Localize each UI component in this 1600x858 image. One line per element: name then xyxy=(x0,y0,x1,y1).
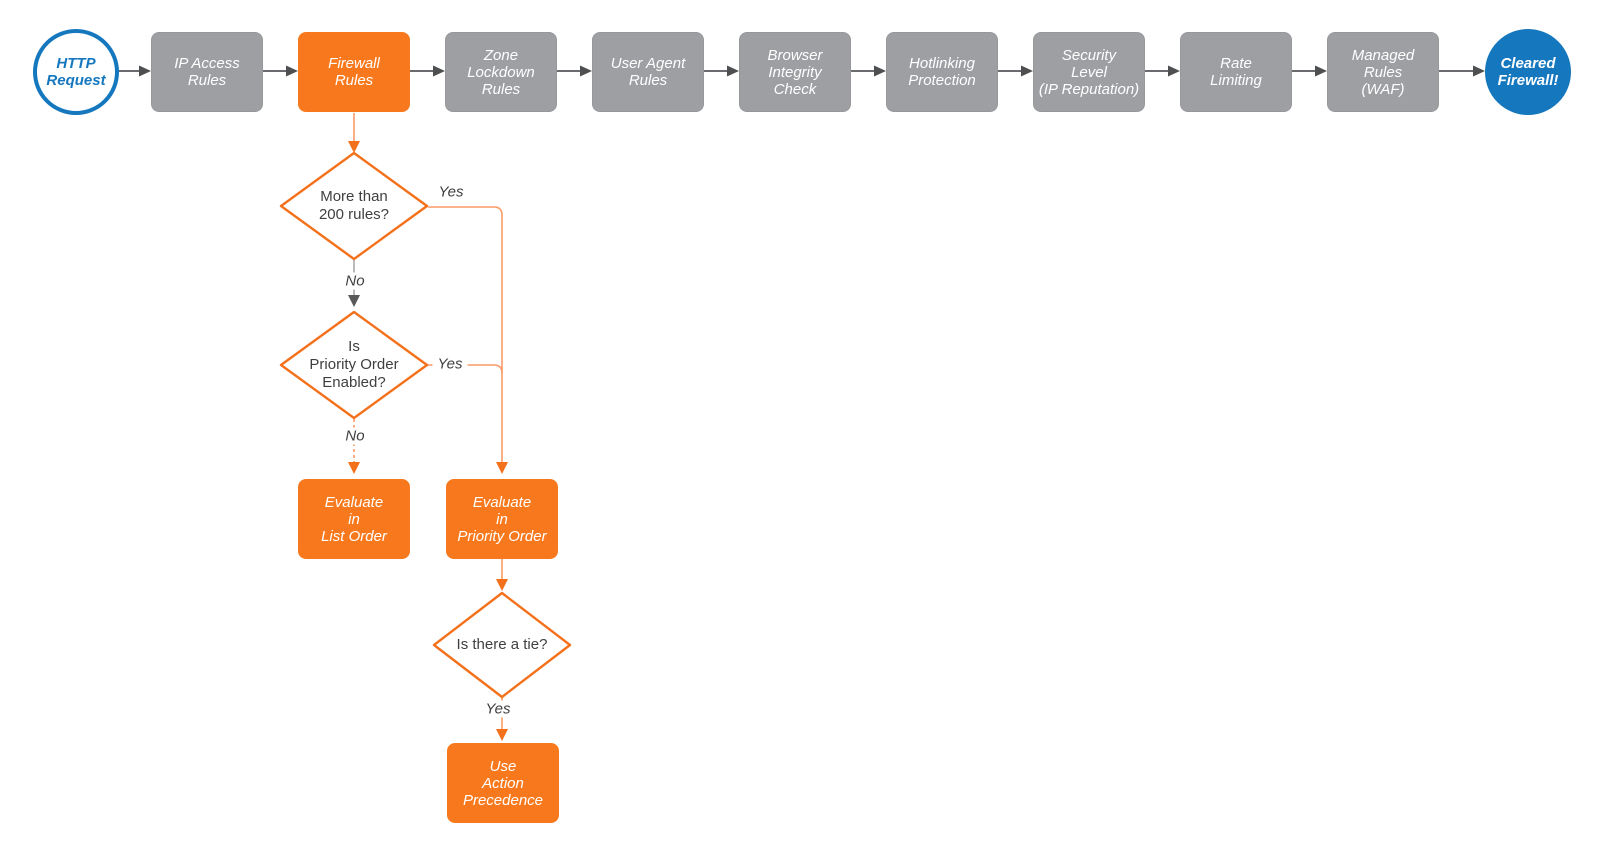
stage-ip-access-rules: IP Access Rules xyxy=(151,32,263,112)
arrow-managed-rules-to-cleared xyxy=(1439,65,1485,77)
edge-label-decision1-yes: Yes xyxy=(433,183,469,201)
action-evaluate-in-list-order: Evaluate in List Order xyxy=(298,479,410,559)
arrow-browser-integrity-to-hotlinking xyxy=(851,65,886,77)
arrow-rate-limiting-to-managed-rules xyxy=(1292,65,1327,77)
edge-decision1-yes xyxy=(428,206,503,462)
pipeline-arrows xyxy=(119,65,1485,77)
arrow-firewall-to-zone-lockdown xyxy=(410,65,445,77)
stage-security-level: Security Level (IP Reputation) xyxy=(1033,32,1145,112)
edge-label-decision2-no: No xyxy=(340,427,370,445)
end-node-cleared-firewall: Cleared Firewall! xyxy=(1485,29,1571,115)
action-use-action-precedence: Use Action Precedence xyxy=(447,743,559,823)
stage-browser-integrity-check: Browser Integrity Check xyxy=(739,32,851,112)
arrow-hotlinking-to-security-level xyxy=(998,65,1033,77)
stage-hotlinking-protection: Hotlinking Protection xyxy=(886,32,998,112)
edge-priority-to-decision3 xyxy=(496,559,508,591)
edge-label-decision2-yes: Yes xyxy=(432,355,468,373)
start-node-http-request: HTTP Request xyxy=(33,29,119,115)
edge-decision2-no xyxy=(348,419,360,474)
stage-zone-lockdown-rules: Zone Lockdown Rules xyxy=(445,32,557,112)
decision2-label: Is Priority Order Enabled? xyxy=(309,338,399,391)
arrow-http-to-ip-access xyxy=(119,65,151,77)
decision2-diamond xyxy=(279,310,429,420)
arrow-firewall-to-decision1 xyxy=(348,113,360,153)
arrow-ip-access-to-firewall xyxy=(263,65,298,77)
decision3-diamond xyxy=(432,591,572,699)
action-evaluate-in-priority-order: Evaluate in Priority Order xyxy=(446,479,558,559)
edge-label-decision1-no: No xyxy=(340,272,370,290)
stage-managed-rules-waf: Managed Rules (WAF) xyxy=(1327,32,1439,112)
stage-firewall-rules: Firewall Rules xyxy=(298,32,410,112)
edge-decision2-yes xyxy=(428,364,503,374)
edge-label-decision3-yes: Yes xyxy=(480,700,516,718)
arrow-user-agent-to-browser-integrity xyxy=(704,65,739,77)
decision-diamonds xyxy=(279,151,572,699)
stage-user-agent-rules: User Agent Rules xyxy=(592,32,704,112)
arrowhead-into-priority-order xyxy=(496,462,508,474)
arrow-zone-lockdown-to-user-agent xyxy=(557,65,592,77)
decision1-diamond xyxy=(279,151,429,261)
arrow-security-level-to-rate-limiting xyxy=(1145,65,1180,77)
stage-rate-limiting: Rate Limiting xyxy=(1180,32,1292,112)
decision1-label: More than 200 rules? xyxy=(318,188,390,223)
decision3-label: Is there a tie? xyxy=(456,636,548,653)
